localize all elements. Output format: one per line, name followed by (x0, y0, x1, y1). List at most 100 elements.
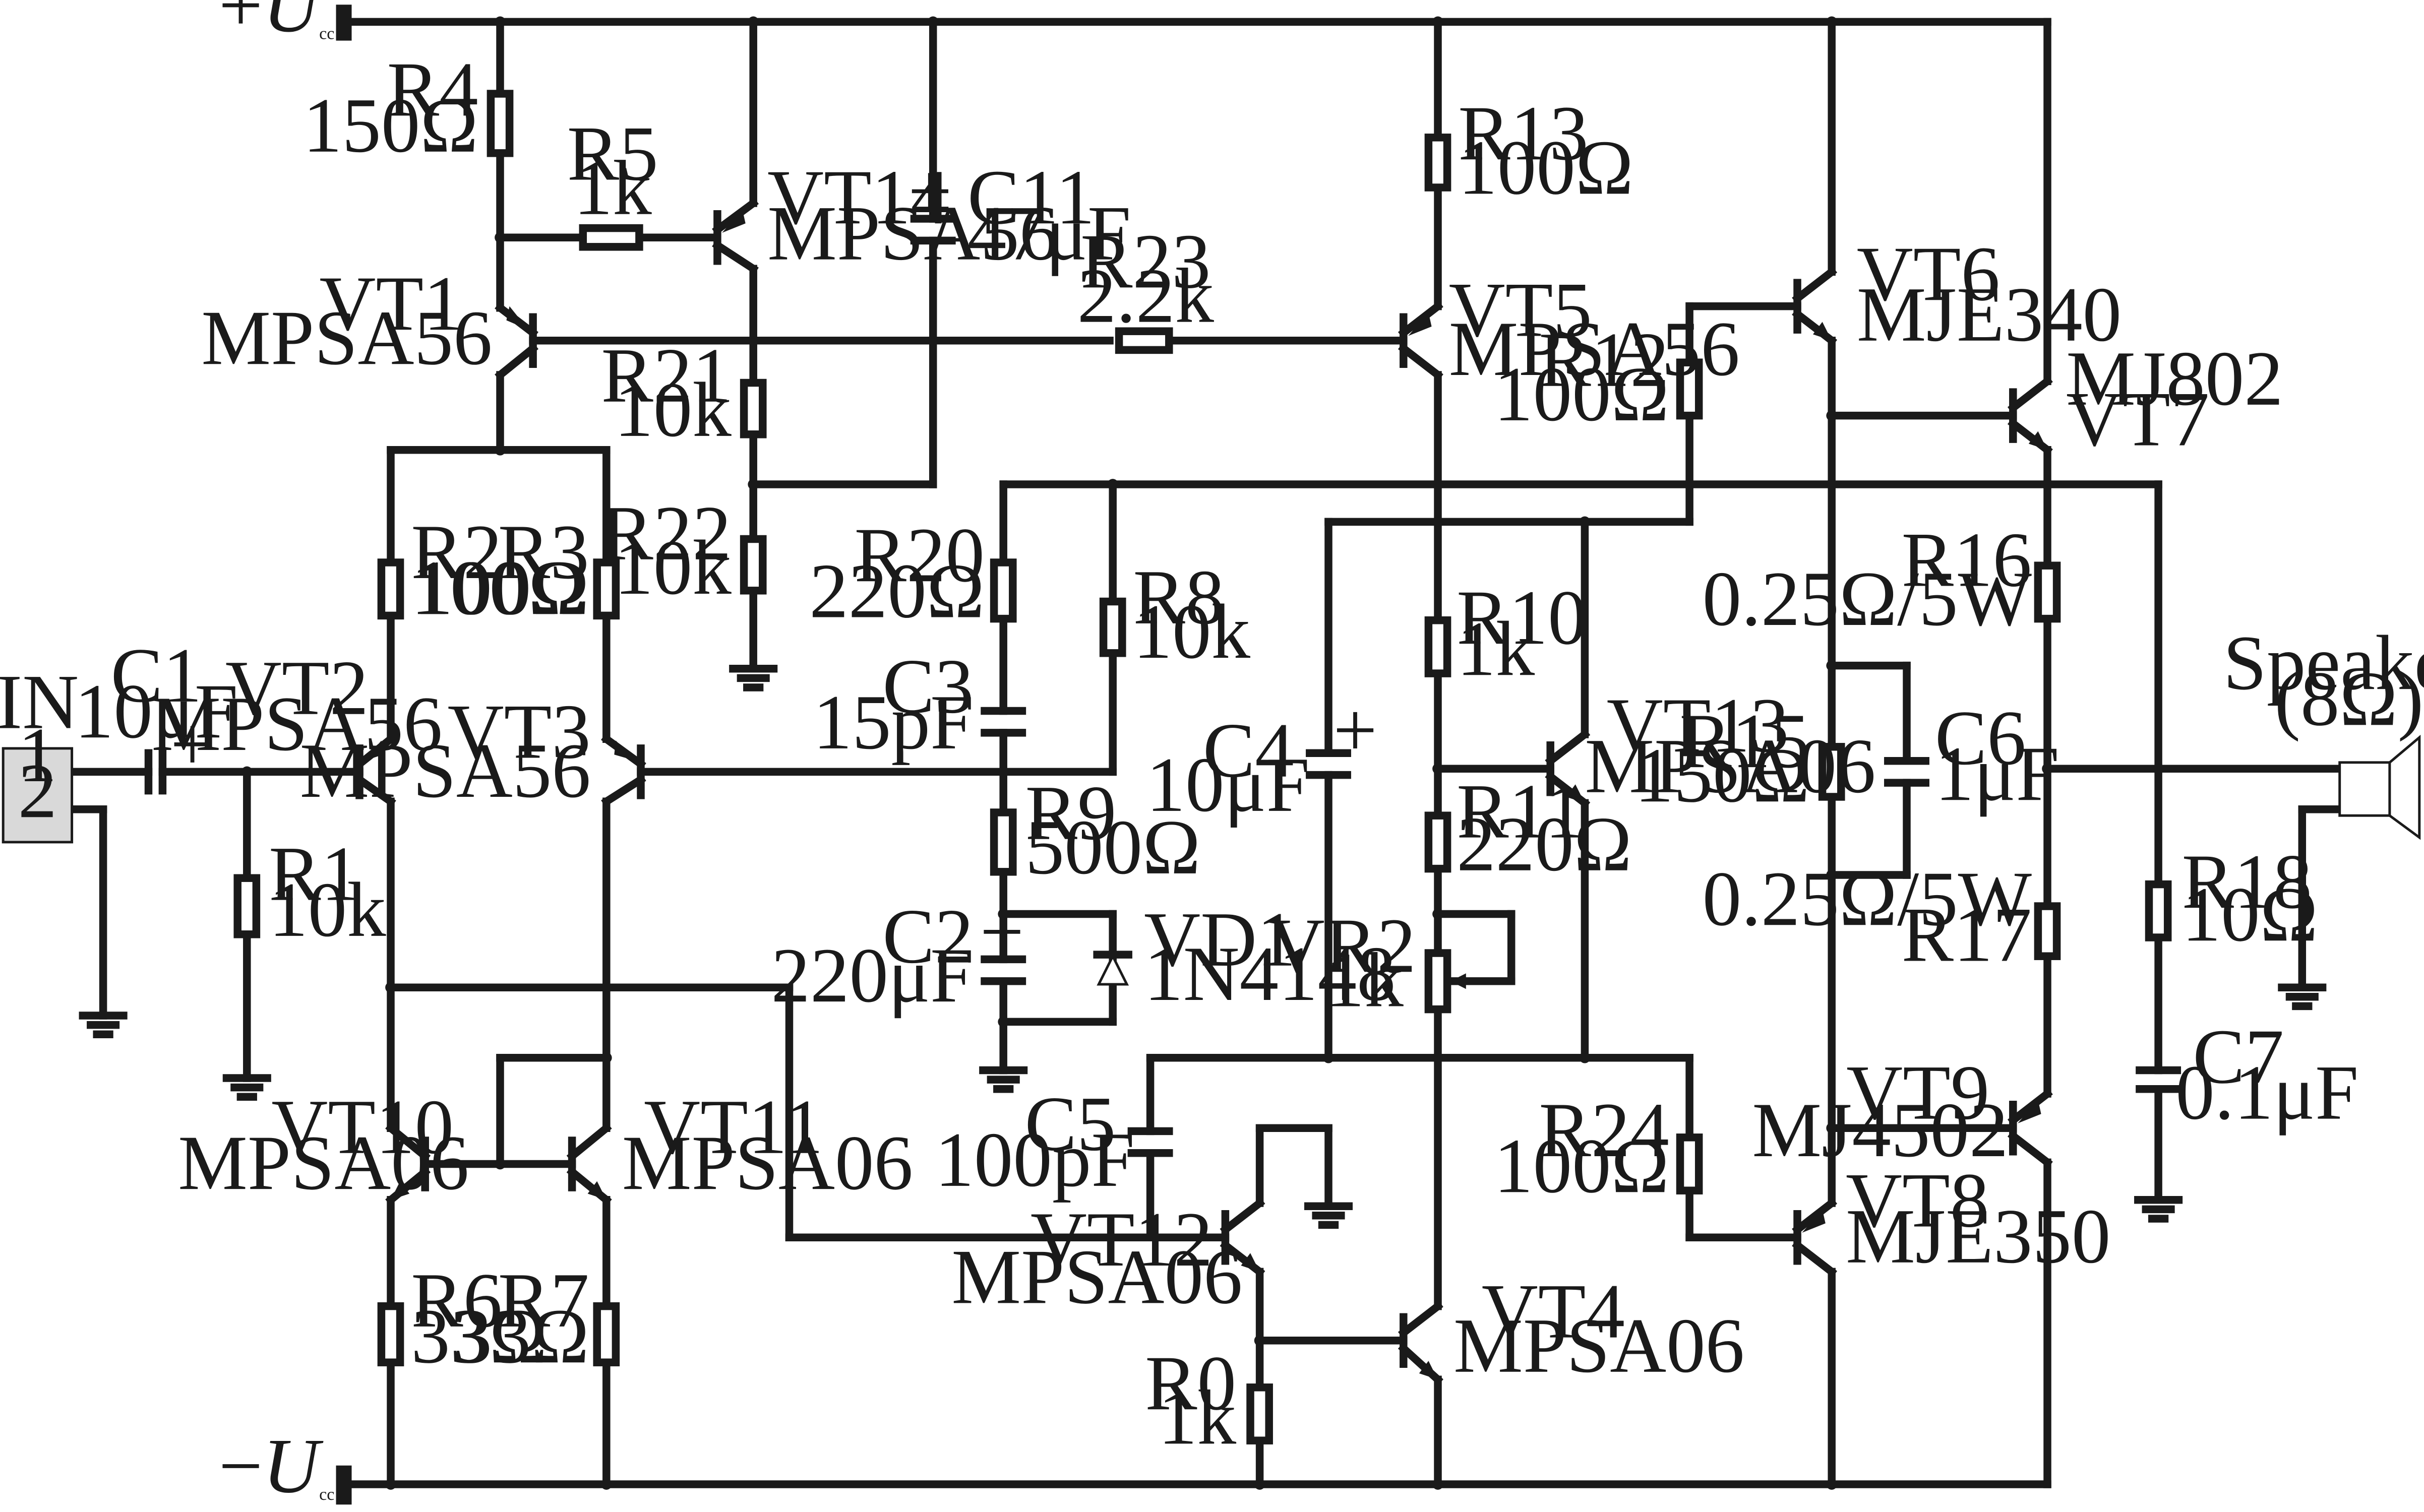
r17-value: 0.25Ω/5W (1703, 855, 2032, 942)
r1-value: 10k (269, 866, 386, 953)
vt11-part: MPSA06 (622, 1119, 913, 1206)
transistor-vt3 (600, 733, 646, 807)
r20-value: 220Ω (809, 548, 985, 635)
transistor-vt13 (1545, 729, 1591, 809)
r6-name: R6 (411, 1257, 502, 1344)
r20-name: R20 (855, 512, 985, 598)
r8-name: R8 (1133, 554, 1225, 641)
ground-symbol (222, 1074, 271, 1101)
c2-name: C2 (882, 893, 974, 980)
transistor-vt12 (1220, 1198, 1265, 1278)
r12-value: 100Ω (1494, 351, 1669, 437)
r18-value: 10Ω (2182, 871, 2318, 958)
c3-value: 15pF (813, 679, 974, 766)
r2-value: 100Ω (411, 544, 586, 631)
c5-value: 100pF (935, 1116, 1134, 1203)
r4-value: 150Ω (303, 82, 478, 169)
r6-value: 33Ω (411, 1293, 547, 1379)
resistor-r6-body (377, 1302, 404, 1366)
vt1-part: MPSA56 (201, 294, 492, 381)
r5-name: R5 (567, 110, 658, 197)
transistor-symbols (354, 198, 2053, 1385)
vt12-part: MPSA06 (951, 1233, 1242, 1320)
ground-symbol (79, 1012, 128, 1038)
vt14-part: MPSA56 (767, 190, 1058, 277)
vr2-value: 1k (1325, 936, 1404, 1023)
ground-symbol (2278, 983, 2327, 1011)
vt1-name: VT1 (319, 260, 462, 347)
r0-value: 1k (1158, 1374, 1237, 1461)
vt4-name: VT4 (1482, 1268, 1625, 1355)
resistor-r13-body (1424, 134, 1451, 192)
resistor-r22-body (740, 535, 767, 595)
vr2-name: VR2 (1268, 902, 1416, 989)
capacitor-c2 (981, 955, 1026, 985)
speaker-impedance: (8Ω) (2274, 655, 2423, 742)
vt10-part: MPSA06 (178, 1119, 469, 1206)
r24-value: 100Ω (1494, 1122, 1669, 1209)
r22-value: 10k (614, 524, 732, 611)
r3-name: R3 (498, 509, 589, 595)
vt9-part: MJ4502 (1752, 1087, 2008, 1173)
speaker-title: Speaker (2223, 619, 2424, 706)
transistor-vt5 (1398, 300, 1443, 381)
r5-value: 1k (574, 145, 652, 231)
wires (68, 5, 2344, 1505)
vcc-label: +Ucc (219, 0, 335, 48)
r3-value: 100Ω (414, 544, 589, 631)
c4-value: 10μF (1146, 741, 1309, 828)
c3-name: C3 (882, 643, 974, 730)
vt13-part: MPSA06 (1585, 723, 1875, 809)
vd1-value: 1N4148 (1144, 930, 1396, 1017)
resistor-r17-body (2034, 902, 2061, 960)
c7-value: 0.1μF (2175, 1049, 2358, 1136)
r11-name: R11 (1457, 768, 1584, 855)
input-pin-2: 2 (18, 747, 57, 834)
capacitor-plates (144, 215, 2181, 1157)
r16-name: R16 (1902, 517, 2032, 603)
r23-value: 2.2k (1077, 253, 1215, 339)
input-pin-1: 1 (18, 712, 57, 798)
transistor-vt1 (495, 302, 538, 381)
vt6-name: VT6 (1857, 230, 2000, 317)
resistor-r24-body (1676, 1133, 1703, 1194)
resistor-r0-body (1246, 1383, 1273, 1444)
r9-value: 500Ω (1025, 804, 1201, 891)
vd1-name: VD1 (1144, 896, 1296, 983)
vt2-part: MPSA56 (151, 680, 442, 767)
vr2-wiper-arrow (1450, 973, 1466, 989)
r4-name: R4 (387, 46, 478, 133)
vt9-name: VT9 (1846, 1049, 1989, 1136)
resistor-r7-body (593, 1302, 620, 1366)
c1-name: C1 (111, 632, 202, 719)
r7-value: 33Ω (453, 1293, 589, 1379)
r24-name: R24 (1539, 1087, 1669, 1173)
r10-value: 1k (1457, 605, 1535, 692)
vt13-name: VT13 (1607, 682, 1789, 769)
resistor-r12-body (1676, 358, 1703, 420)
transistor-vt8 (1792, 1198, 1838, 1278)
capacitor-c4 (1306, 749, 1351, 779)
vt14-name: VT14 (767, 154, 950, 240)
transistor-vt4 (1398, 1300, 1443, 1385)
c4-name: C4 (1203, 707, 1294, 794)
c11-plus: + (908, 148, 952, 234)
resistor-r10-body (1424, 616, 1451, 677)
transistor-vt7 (2007, 375, 2053, 456)
r16-value: 0.25Ω/5W (1703, 555, 2032, 642)
r22-name: R22 (601, 490, 731, 577)
vt6-part: MJE340 (1857, 271, 2122, 358)
r12-name: R12 (1539, 317, 1669, 403)
transistor-vt6 (1792, 266, 1838, 346)
r0-name: R0 (1145, 1340, 1236, 1426)
c1-plus: + (170, 701, 214, 787)
input-connector (2, 747, 74, 844)
r8-value: 10k (1133, 588, 1251, 675)
ground-symbols (79, 665, 2327, 1229)
resistor-r18-body (2145, 880, 2172, 941)
transistor-vt10 (385, 1122, 431, 1206)
vt10-name: VT10 (271, 1084, 454, 1170)
c7-name: C7 (2193, 1013, 2284, 1100)
